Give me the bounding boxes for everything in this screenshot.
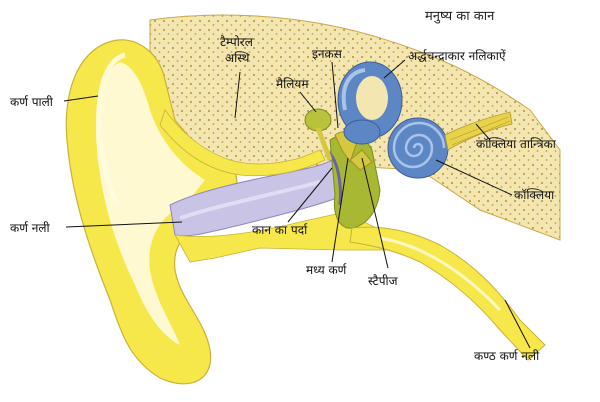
leader-stapes bbox=[361, 157, 389, 269]
leader-maileum bbox=[299, 91, 317, 113]
cochlear-nerve bbox=[444, 111, 513, 151]
leader-karn-pali bbox=[63, 95, 99, 102]
vestibule bbox=[343, 119, 381, 145]
stapes-bone bbox=[349, 149, 373, 171]
cochlea-spiral bbox=[392, 121, 446, 169]
leader-inkas bbox=[331, 61, 339, 129]
label-temporal-line2: अस्थि bbox=[225, 51, 250, 65]
semicircular-canal-loop bbox=[341, 68, 366, 111]
label-cochlea: कॉक्लिया bbox=[514, 188, 555, 202]
cartilage-strip bbox=[159, 109, 326, 177]
cochlear-nerve-lines bbox=[449, 116, 511, 146]
leader-temporal bbox=[234, 71, 241, 119]
cochlea-body bbox=[387, 117, 449, 179]
semicircular-canal-inner bbox=[356, 76, 388, 120]
label-kanth-karn-nali: कण्ठ कर्ण नली bbox=[474, 349, 540, 363]
diagram-title: मनुष्य का कान bbox=[425, 9, 495, 24]
leader-kanth bbox=[504, 299, 531, 349]
label-kaan-parda: कान का पर्दा bbox=[252, 223, 308, 237]
label-stapes: स्टैपीज bbox=[368, 274, 399, 288]
eustachian-tube-highlight bbox=[379, 236, 502, 312]
ear-canal-shading bbox=[179, 180, 321, 220]
eustachian-tube bbox=[349, 226, 546, 361]
malleus bbox=[304, 108, 332, 132]
label-karn-nali: कर्ण नली bbox=[10, 221, 51, 235]
label-karn-pali: कर्ण पाली bbox=[10, 95, 54, 109]
leader-karn-nali bbox=[65, 221, 183, 228]
leader-madhya-karn bbox=[331, 157, 349, 263]
leader-cochlea bbox=[435, 159, 513, 196]
label-temporal-line1: टैम्पोरल bbox=[220, 35, 254, 49]
pinna-inner-fold bbox=[96, 62, 205, 345]
label-ardhchandrakar: अर्द्धचन्द्राकार नलिकाऐं bbox=[408, 49, 506, 63]
leader-cochlea-nerve bbox=[475, 123, 491, 141]
leader-kaan-parda bbox=[287, 167, 333, 223]
pinna-rim-highlight bbox=[96, 52, 126, 207]
malleus-handle bbox=[315, 127, 333, 161]
leader-ardhchandrakar bbox=[383, 59, 406, 79]
label-cochlea-nerve: कॉक्लिया तान्त्रिका bbox=[476, 137, 557, 151]
label-maileum: मैलियम bbox=[276, 77, 309, 91]
label-madhya-karn: मध्य कर्ण bbox=[306, 263, 347, 277]
label-inkas: इनकस bbox=[312, 47, 343, 61]
